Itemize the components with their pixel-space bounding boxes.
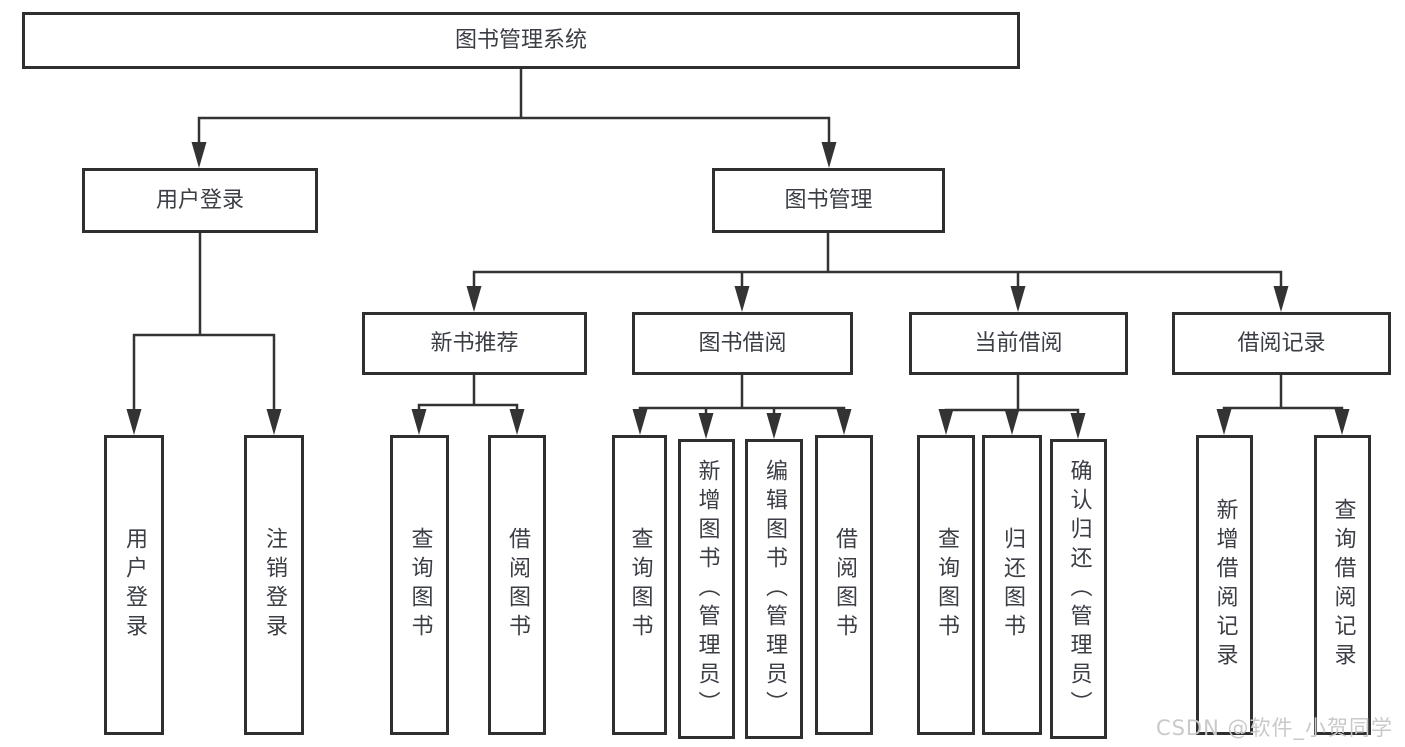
arrowhead-icon [1070, 413, 1086, 439]
connector-root-to-level2 [191, 67, 837, 168]
arrowhead-icon [821, 142, 837, 168]
arrowhead-icon [734, 286, 750, 312]
csdn-watermark: CSDN @软件_小贺同学 [1155, 716, 1393, 740]
arrowhead-icon [126, 409, 142, 435]
arrowhead-icon [266, 409, 282, 435]
node-library-system: 图书管理系统 [22, 12, 1020, 69]
node-label: 借阅图书 [505, 527, 530, 643]
leaf-borrow-books-recommend: 借阅图书 [488, 435, 546, 735]
arrowhead-icon [1004, 409, 1020, 435]
node-label: 查询图书 [934, 527, 959, 643]
node-label: 借阅记录 [1237, 330, 1326, 356]
arrowhead-icon [191, 142, 207, 168]
leaf-query-books-recommend: 查询图书 [390, 435, 449, 735]
arrowhead-icon [1010, 286, 1026, 312]
node-current-borrowing: 当前借阅 [909, 312, 1128, 375]
leaf-query-books-borrowing: 查询图书 [612, 435, 667, 735]
node-new-book-recommend: 新书推荐 [362, 312, 587, 375]
node-label: 注销登录 [262, 527, 287, 643]
node-label: 查询图书 [627, 527, 653, 643]
leaf-user-login: 用户登录 [104, 435, 164, 735]
node-label: 归还图书 [1000, 527, 1025, 643]
node-label: 查询借阅记录 [1330, 498, 1356, 672]
connector-book-borrowing-children [632, 373, 852, 439]
node-book-management: 图书管理 [712, 168, 945, 233]
leaf-query-books-current: 查询图书 [917, 435, 975, 735]
leaf-edit-book-admin: 编辑图书（管理员） [745, 439, 803, 739]
leaf-borrow-books-borrowing: 借阅图书 [815, 435, 873, 735]
connector-book-management-children [466, 231, 1289, 312]
node-label: 图书管理 [784, 187, 873, 213]
node-label: 借阅图书 [832, 527, 857, 643]
arrowhead-icon [698, 413, 714, 439]
arrowhead-icon [938, 409, 954, 435]
leaf-logout: 注销登录 [244, 435, 304, 735]
leaf-query-borrow-record: 查询借阅记录 [1314, 435, 1371, 735]
leaf-add-book-admin: 新增图书（管理员） [678, 439, 735, 739]
node-label: 图书管理系统 [454, 27, 587, 53]
node-label: 用户登录 [155, 187, 244, 213]
arrowhead-icon [632, 409, 648, 435]
arrowhead-icon [466, 286, 482, 312]
node-label: 当前借阅 [974, 330, 1063, 356]
node-label: 编辑图书（管理员） [762, 458, 787, 720]
connector-current-borrowing-children [938, 373, 1086, 439]
arrowhead-icon [766, 413, 782, 439]
node-label: 用户登录 [122, 527, 147, 643]
arrowhead-icon [1334, 409, 1350, 435]
arrowhead-icon [411, 409, 427, 435]
connector-borrowing-records-children [1216, 373, 1350, 435]
node-borrowing-records: 借阅记录 [1172, 312, 1391, 375]
node-label: 新增借阅记录 [1212, 498, 1238, 672]
leaf-confirm-return-admin: 确认归还（管理员） [1050, 439, 1107, 739]
arrowhead-icon [509, 409, 525, 435]
arrowhead-icon [1273, 286, 1289, 312]
node-label: 图书借阅 [698, 330, 787, 356]
node-label: 确认归还（管理员） [1066, 458, 1092, 720]
leaf-add-borrow-record: 新增借阅记录 [1196, 435, 1253, 735]
arrowhead-icon [1216, 409, 1232, 435]
connector-user-login-children [126, 231, 282, 435]
connector-new-book-recommend-children [411, 373, 525, 435]
node-label: 新书推荐 [430, 330, 519, 356]
node-label: 新增图书（管理员） [694, 458, 720, 720]
leaf-return-book: 归还图书 [982, 435, 1042, 735]
node-book-borrowing: 图书借阅 [632, 312, 853, 375]
arrowhead-icon [836, 409, 852, 435]
node-label: 查询图书 [407, 527, 433, 643]
node-user-login: 用户登录 [82, 168, 318, 233]
